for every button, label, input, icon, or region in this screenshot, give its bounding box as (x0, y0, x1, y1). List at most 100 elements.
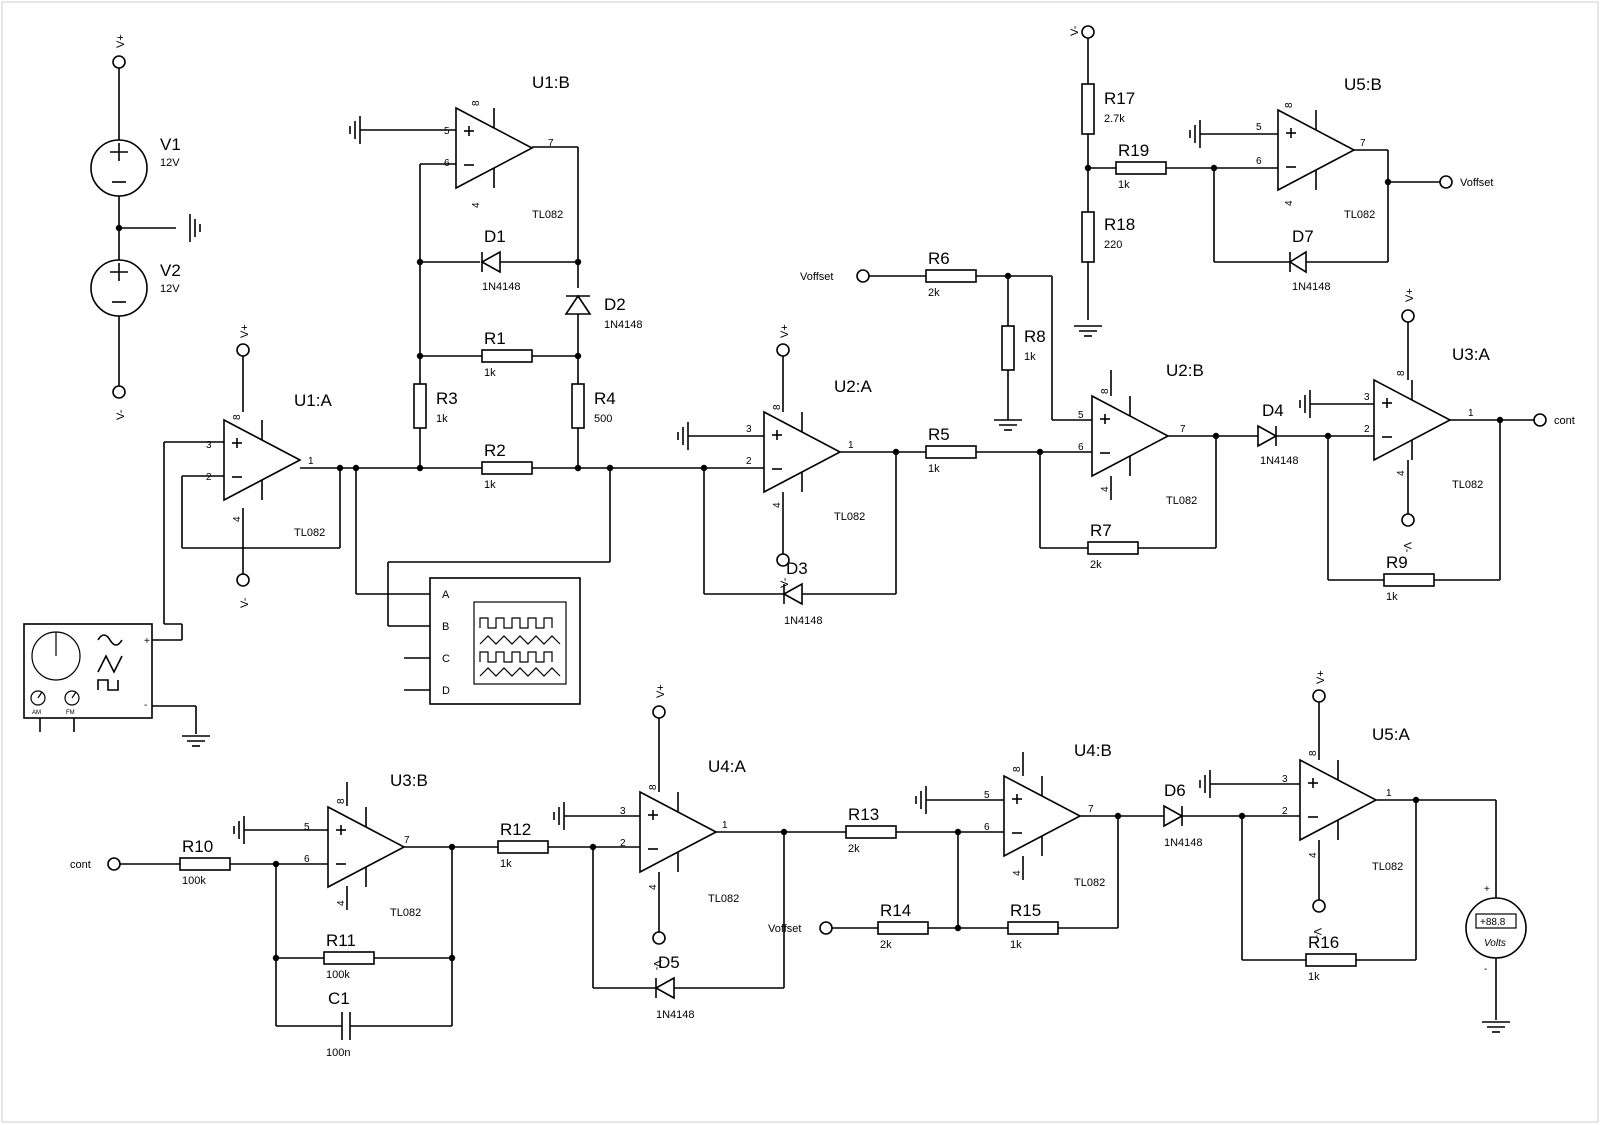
resistor-r4[interactable] (571, 383, 585, 429)
channel-label: B (442, 621, 449, 633)
diode-d6[interactable] (1163, 804, 1184, 828)
net-label: Voffset (800, 271, 833, 283)
pin-number: 2 (1364, 424, 1370, 435)
ground-icon (189, 213, 201, 243)
component-label: R4 (594, 389, 616, 408)
opamp-u3b[interactable] (327, 806, 405, 888)
pin-number: 4 (772, 502, 783, 508)
rail-terminal[interactable] (1401, 309, 1415, 323)
pin-number: 6 (1078, 442, 1084, 453)
signal-generator[interactable] (23, 623, 153, 732)
resistor-r7[interactable] (1087, 541, 1139, 555)
rail-terminal[interactable] (236, 573, 250, 587)
voltmeter[interactable] (1465, 897, 1527, 959)
rail-terminal[interactable] (236, 343, 250, 357)
component-value: 1k (1024, 351, 1036, 363)
rail-label: V+ (1404, 288, 1416, 302)
opamp-u4b[interactable] (1003, 775, 1081, 857)
opamp-u5a[interactable] (1299, 759, 1377, 841)
rail-terminal[interactable] (1312, 899, 1326, 913)
rail-terminal[interactable] (652, 705, 666, 719)
rail-label: V- (1069, 25, 1081, 36)
rail-terminal[interactable] (652, 931, 666, 945)
rail-terminal[interactable] (112, 55, 126, 69)
diode-d3[interactable] (782, 582, 803, 606)
component-label: U2:A (834, 377, 872, 396)
voffset-terminal[interactable] (1439, 175, 1453, 189)
resistor-r6[interactable] (925, 269, 977, 283)
diode-d5[interactable] (654, 976, 675, 1000)
cont-terminal[interactable] (107, 857, 121, 871)
resistor-r17[interactable] (1081, 83, 1095, 135)
resistor-r10[interactable] (179, 857, 231, 871)
pin-number: 1 (1386, 788, 1392, 799)
voltmeter-unit: Volts (1484, 938, 1506, 949)
voffset-terminal[interactable] (819, 921, 833, 935)
cont-terminal[interactable] (1533, 413, 1547, 427)
resistor-r9[interactable] (1383, 573, 1435, 587)
resistor-r1[interactable] (481, 349, 533, 363)
ground-icon (915, 785, 927, 815)
component-value: 2k (928, 287, 940, 299)
rail-terminal[interactable] (776, 343, 790, 357)
ground-icon (553, 801, 565, 831)
rail-terminal[interactable] (1312, 689, 1326, 703)
rail-label: V+ (655, 684, 667, 698)
component-value: 100n (326, 1047, 350, 1059)
resistor-r15[interactable] (1007, 921, 1059, 935)
rail-terminal[interactable] (112, 385, 126, 399)
resistor-r8[interactable] (1001, 325, 1015, 371)
power-supply: V+ V1 12V V2 12V V- (90, 34, 201, 420)
net-label: Voffset (1460, 177, 1493, 189)
component-value: TL082 (294, 527, 325, 539)
diode-d2[interactable] (564, 294, 592, 315)
resistor-r18[interactable] (1081, 211, 1095, 263)
voffset-terminal[interactable] (856, 269, 870, 283)
pin-number: 8 (1100, 388, 1111, 394)
diode-d7[interactable] (1288, 250, 1307, 274)
rail-label: V+ (115, 34, 127, 48)
resistor-r5[interactable] (925, 445, 977, 459)
opamp-u2a[interactable] (763, 411, 841, 493)
resistor-r3[interactable] (413, 383, 427, 429)
resistor-r19[interactable] (1115, 161, 1167, 175)
opamp-u4a[interactable] (639, 791, 717, 873)
rail-terminal[interactable] (1081, 25, 1095, 39)
voltage-source-v1[interactable] (90, 139, 148, 197)
am-knob-icon[interactable] (30, 690, 46, 706)
component-value: TL082 (1372, 861, 1403, 873)
resistor-r16[interactable] (1305, 953, 1357, 967)
pin-number: 6 (1256, 156, 1262, 167)
resistor-r11[interactable] (323, 951, 375, 965)
ground-icon (349, 115, 361, 145)
component-label: R12 (500, 820, 531, 839)
pin-number: 3 (1364, 392, 1370, 403)
diode-d1[interactable] (480, 250, 501, 274)
pin-number: 7 (404, 835, 410, 846)
diode-d4[interactable] (1257, 424, 1278, 448)
capacitor-c1[interactable] (341, 1012, 351, 1040)
component-label: R8 (1024, 327, 1046, 346)
opamp-u1a[interactable] (223, 419, 301, 501)
rail-terminal[interactable] (776, 553, 790, 567)
opamp-u5b[interactable] (1277, 109, 1355, 191)
rail-terminal[interactable] (1401, 513, 1415, 527)
opamp-u1b[interactable] (455, 107, 533, 189)
fm-knob-icon[interactable] (64, 690, 80, 706)
opamp-u3a[interactable] (1373, 379, 1451, 461)
voltage-source-v2[interactable] (90, 259, 148, 317)
component-label: U3:B (390, 771, 428, 790)
resistor-r14[interactable] (877, 921, 929, 935)
resistor-r2[interactable] (481, 461, 533, 475)
resistor-r13[interactable] (845, 825, 897, 839)
rail-label: V+ (239, 324, 251, 338)
component-value: TL082 (834, 511, 865, 523)
generator-plus-label: + (144, 636, 150, 647)
wires (118, 38, 1534, 1027)
component-value: 100k (182, 875, 206, 887)
oscilloscope[interactable] (429, 577, 581, 705)
component-label: D5 (658, 953, 680, 972)
resistor-r12[interactable] (497, 840, 549, 854)
opamp-u2b[interactable] (1091, 395, 1169, 477)
ground-icon (1199, 769, 1211, 799)
